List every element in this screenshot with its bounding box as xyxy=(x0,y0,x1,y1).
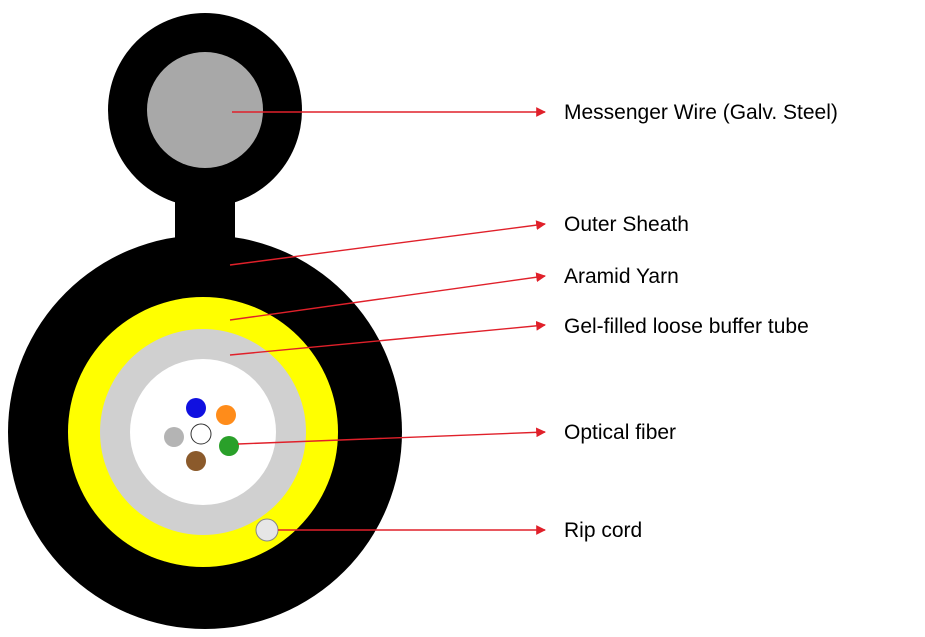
leader-aramid-yarn xyxy=(229,272,546,321)
fiber-brown xyxy=(186,451,206,471)
rip-cord xyxy=(255,518,279,542)
leader-buffer-tube xyxy=(229,320,546,356)
fiber-gray xyxy=(164,427,184,447)
fiber-orange xyxy=(216,405,236,425)
leader-optical-fiber xyxy=(237,427,546,445)
label-rip-cord: Rip cord xyxy=(564,519,642,542)
messenger-wire xyxy=(147,52,263,168)
optical-fibers xyxy=(164,398,239,471)
fiber-blue xyxy=(186,398,206,418)
cable-cross-section xyxy=(8,13,402,629)
labels: Messenger Wire (Galv. Steel) Outer Sheat… xyxy=(564,101,838,542)
label-aramid-yarn: Aramid Yarn xyxy=(564,265,679,288)
leader-lines xyxy=(229,107,546,535)
fiber-white xyxy=(190,423,212,445)
label-buffer-tube: Gel-filled loose buffer tube xyxy=(564,315,809,338)
label-messenger-wire: Messenger Wire (Galv. Steel) xyxy=(564,101,838,124)
leader-outer-sheath xyxy=(229,220,546,266)
fiber-green xyxy=(219,436,239,456)
label-optical-fiber: Optical fiber xyxy=(564,421,676,444)
label-outer-sheath: Outer Sheath xyxy=(564,213,689,236)
